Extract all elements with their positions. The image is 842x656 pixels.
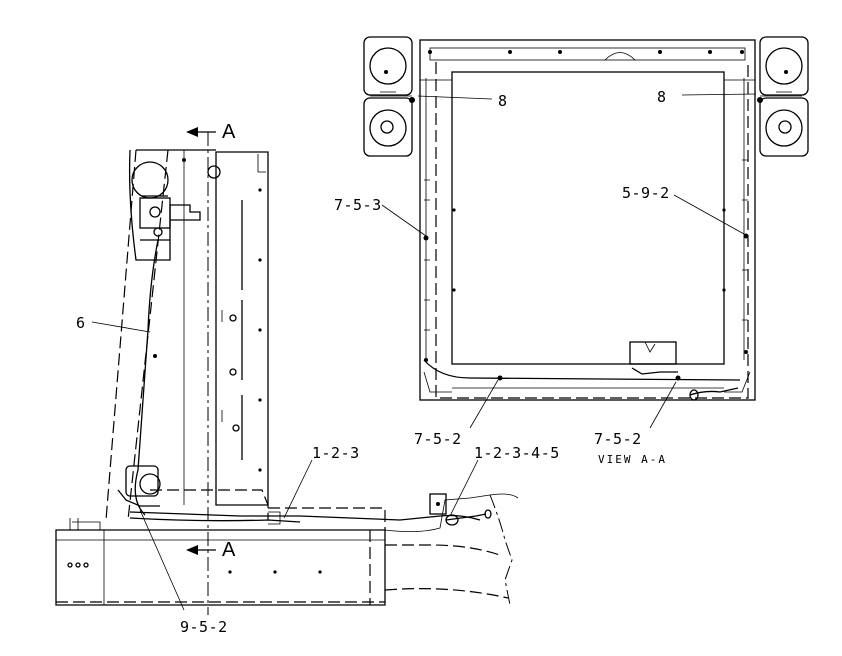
section-marker-a-bottom: A: [222, 539, 236, 561]
right-structure: [384, 493, 519, 532]
view-a-a-cable-connector: [689, 387, 739, 396]
lower-outline-dashed: [150, 489, 269, 520]
callout-8-right: 8: [657, 88, 667, 106]
lamp-housing-right: [757, 36, 809, 157]
callout-7-5-2-right: 7-5-2: [594, 430, 642, 448]
view-a-a: [419, 39, 756, 401]
view-a-a-outer-frame: [419, 39, 756, 401]
lamp-housing-left: [363, 36, 415, 157]
callout-7-5-2-left: 7-5-2: [414, 430, 462, 448]
front-post-dashed: [105, 149, 137, 521]
section-marker-a-top: A: [222, 121, 236, 143]
post-cable: [134, 239, 159, 516]
callout-9-5-2: 9-5-2: [180, 618, 228, 636]
top-mechanism: [128, 149, 201, 261]
callout-1-2-3-4-5: 1-2-3-4-5: [474, 444, 560, 462]
callout-1-2-3: 1-2-3: [312, 444, 360, 462]
platform-cable: [129, 511, 481, 521]
view-title: VIEW A-A: [598, 453, 667, 466]
view-a-a-top-notch: [604, 52, 636, 61]
view-a-a-dashed-outline: [435, 62, 749, 399]
base-platform: [55, 529, 386, 606]
callout-5-9-2: 5-9-2: [622, 184, 670, 202]
view-a-a-inner-panel: [451, 71, 725, 365]
view-a-a-top-rail: [429, 47, 746, 61]
base-motor: [125, 465, 159, 497]
side-view: [55, 127, 519, 615]
callout-7-5-3: 7-5-3: [334, 196, 382, 214]
view-a-a-junction-box: [629, 341, 677, 365]
view-a-a-bottom-cable: [423, 359, 741, 381]
callout-6: 6: [76, 314, 86, 332]
leader-lines: [91, 93, 757, 611]
callout-8-left: 8: [498, 92, 508, 110]
